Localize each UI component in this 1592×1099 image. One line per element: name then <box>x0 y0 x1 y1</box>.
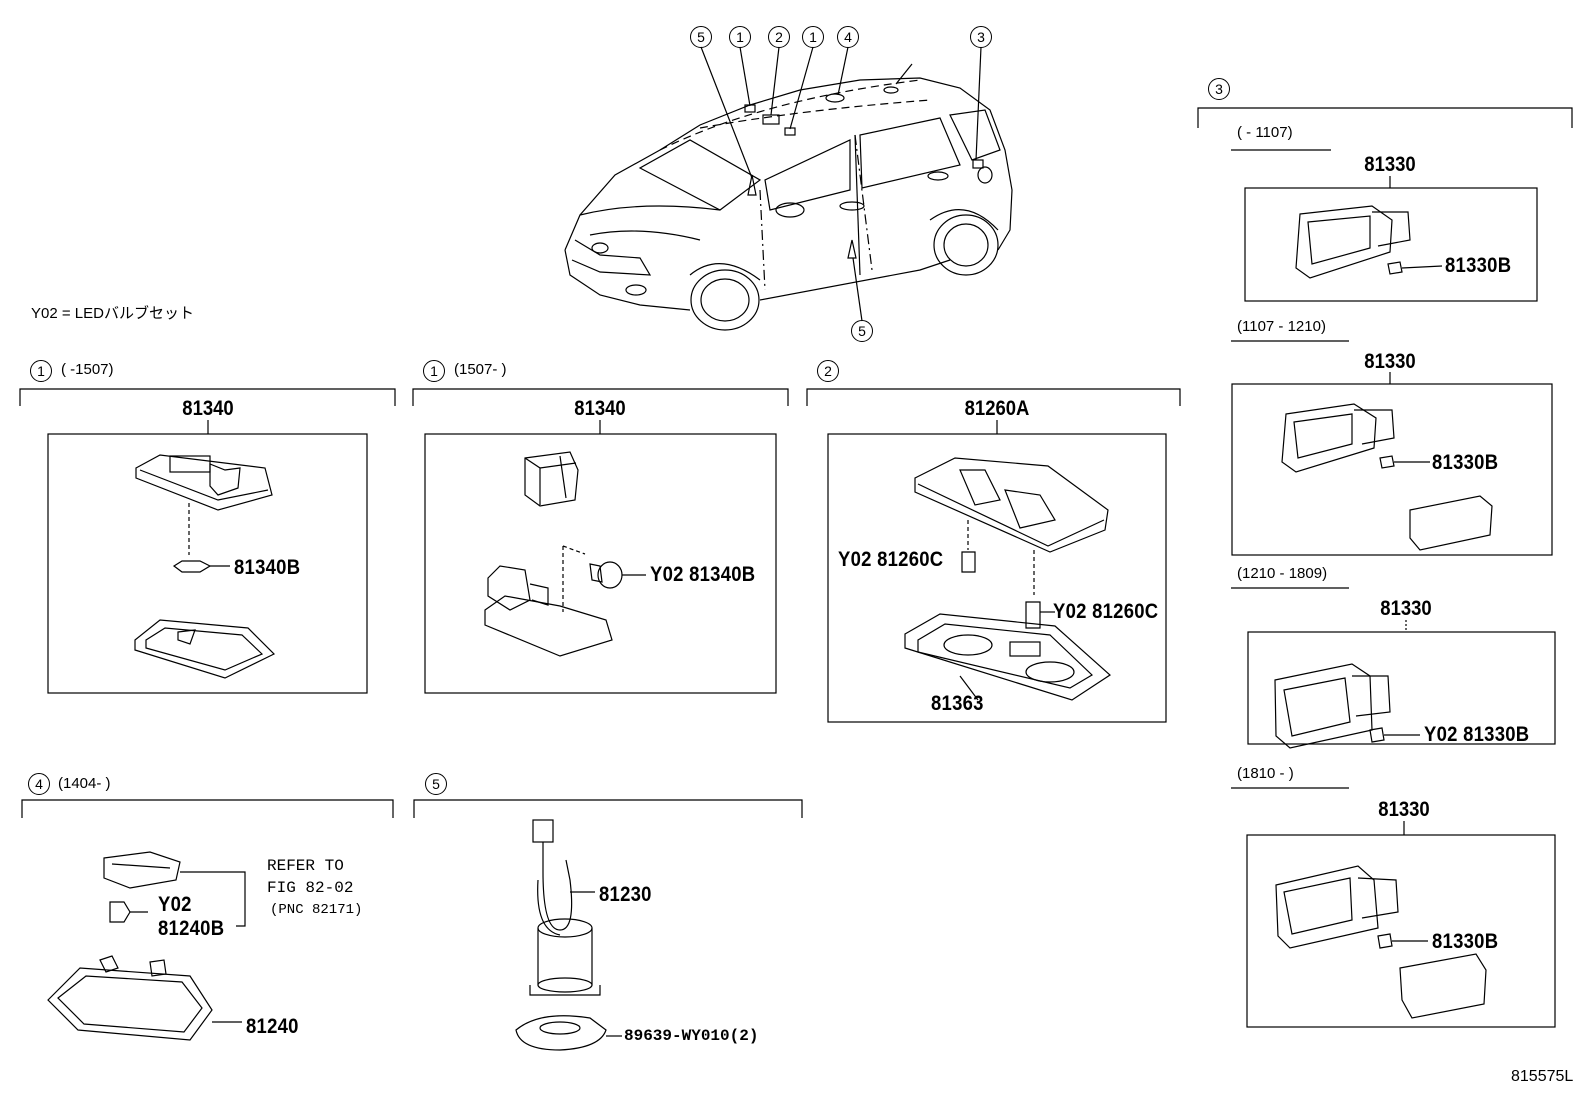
s3-lamp-parts <box>1274 205 1493 1019</box>
part-number: 81330 <box>1364 350 1416 373</box>
part-number: 81330 <box>1380 597 1432 620</box>
refer-pnc-text: (PNC 82171) <box>270 902 363 918</box>
box-leaders <box>207 176 1407 835</box>
section-index: 1 <box>423 360 445 382</box>
part-number: 81330B <box>1445 254 1512 277</box>
car-callout: 5 <box>690 26 712 48</box>
date-range: (1107 - 1210) <box>1237 318 1326 335</box>
car-callout: 1 <box>802 26 824 48</box>
car-callout-leaders <box>700 46 982 322</box>
part-number: 81240B <box>158 917 225 940</box>
s2-lamp-parts <box>904 457 1111 701</box>
car-illustration <box>564 63 1013 331</box>
date-range: (1507- ) <box>454 361 507 378</box>
part-number: 89639-WY010(2) <box>624 1027 759 1045</box>
car-callout: 3 <box>970 26 992 48</box>
section-index: 4 <box>28 773 50 795</box>
part-number: 81340 <box>574 397 626 420</box>
date-range: (1810 - ) <box>1237 765 1294 782</box>
legend-note: Y02 = LEDバルブセット <box>31 305 194 322</box>
part-number: Y02 81260C <box>1053 600 1159 623</box>
diagram-id: 815575L <box>1511 1068 1574 1085</box>
car-callout: 5 <box>851 320 873 342</box>
part-number: 81230 <box>599 883 652 906</box>
date-underlines <box>1231 149 1349 789</box>
car-callout: 4 <box>837 26 859 48</box>
part-number: Y02 81260C <box>838 548 944 571</box>
section-index: 3 <box>1208 78 1230 100</box>
part-number: 81240 <box>246 1015 299 1038</box>
part-number: 81260A <box>964 397 1030 420</box>
s5-lamp-parts <box>515 819 622 1051</box>
section-brackets <box>19 107 1573 818</box>
s1a-lamp-housing <box>134 454 276 679</box>
part-number: Y02 81330B <box>1424 723 1530 746</box>
date-range: ( - 1107) <box>1237 124 1293 141</box>
part-number: 81330B <box>1432 451 1499 474</box>
date-range: (1404- ) <box>58 775 111 792</box>
s1b-lamp-parts <box>484 451 646 657</box>
part-number: 81330 <box>1364 153 1416 176</box>
refer-to-text: REFER TO <box>267 857 344 875</box>
part-number: 81340B <box>234 556 301 579</box>
refer-fig-text: FIG 82-02 <box>267 879 354 897</box>
section-index: 2 <box>817 360 839 382</box>
section-index: 1 <box>30 360 52 382</box>
part-number: 81330 <box>1378 798 1430 821</box>
part-number: 81363 <box>931 692 984 715</box>
s4-lamp-parts <box>47 851 246 1041</box>
part-number: 81330B <box>1432 930 1499 953</box>
part-number: 81340 <box>182 397 234 420</box>
car-callout: 1 <box>729 26 751 48</box>
section-index: 5 <box>425 773 447 795</box>
car-callout: 2 <box>768 26 790 48</box>
part-prefix: Y02 <box>158 893 192 916</box>
part-number: Y02 81340B <box>650 563 756 586</box>
date-range: ( -1507) <box>61 361 114 378</box>
date-range: (1210 - 1809) <box>1237 565 1328 582</box>
